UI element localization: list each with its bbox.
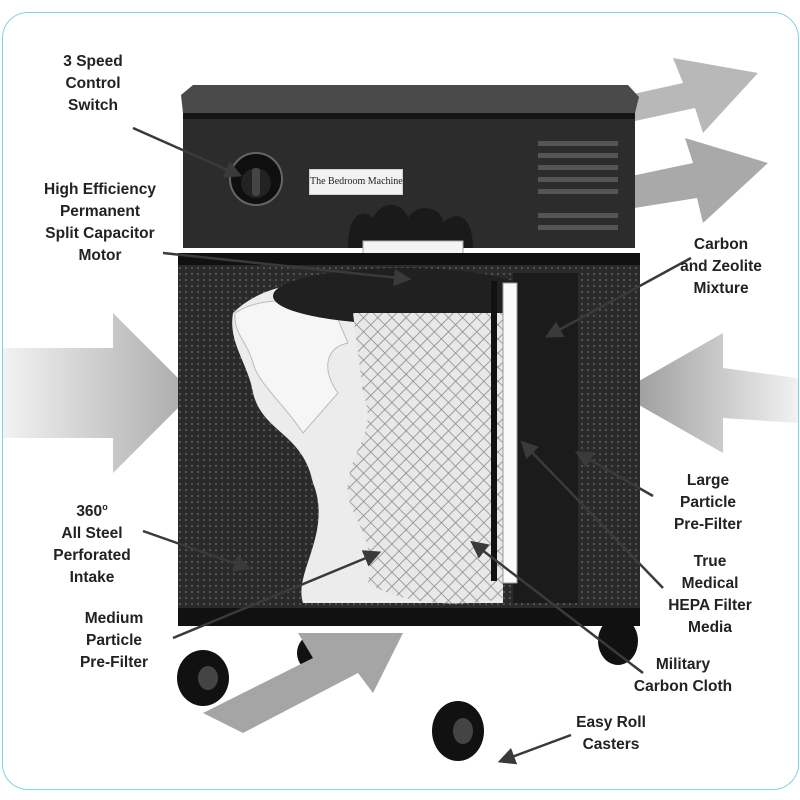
- air-purifier-illustration: [3, 58, 798, 765]
- intake-airflow-arrow-bottom: [203, 633, 403, 733]
- callout-carbon-cloth: Military Carbon Cloth: [633, 656, 733, 695]
- hepa-filter-cylinder: [347, 313, 503, 604]
- leader-hepa: [520, 440, 664, 589]
- exhaust-vent: [538, 141, 618, 230]
- diagram-frame: The Bedroom Machine 3 Speed Control Swit…: [2, 12, 799, 790]
- leader-speed-switch: [132, 126, 243, 178]
- leader-medium-prefilter: [172, 550, 382, 640]
- exhaust-airflow-arrow-lower: [598, 138, 768, 223]
- callout-casters: Easy Roll Casters: [576, 714, 646, 753]
- leader-large-prefilter: [574, 451, 654, 498]
- callout-intake: 360o All Steel Perforated Intake: [53, 502, 131, 587]
- callout-medium-prefilter: Medium Particle Pre-Filter: [79, 610, 149, 671]
- intake-airflow-arrow-left: [3, 313, 193, 473]
- leader-carbon-cloth: [470, 540, 644, 674]
- carbon-panel: [513, 273, 578, 603]
- leader-carbon-zeolite: [544, 256, 692, 338]
- leader-casters: [497, 733, 572, 765]
- callout-hepa: True Medical HEPA Filter Media: [668, 553, 752, 636]
- callout-large-prefilter: Large Particle Pre-Filter: [673, 472, 743, 533]
- intake-airflow-arrow-right: [618, 333, 798, 453]
- leader-motor: [162, 251, 412, 287]
- brand-label: The Bedroom Machine: [309, 169, 403, 195]
- leader-intake: [142, 529, 252, 572]
- callout-motor: High Efficiency Permanent Split Capacito…: [44, 181, 156, 264]
- callout-speed-switch: 3 Speed Control Switch: [63, 53, 123, 114]
- callout-carbon-zeolite: Carbon and Zeolite Mixture: [680, 236, 762, 297]
- motor-fan: [348, 204, 473, 248]
